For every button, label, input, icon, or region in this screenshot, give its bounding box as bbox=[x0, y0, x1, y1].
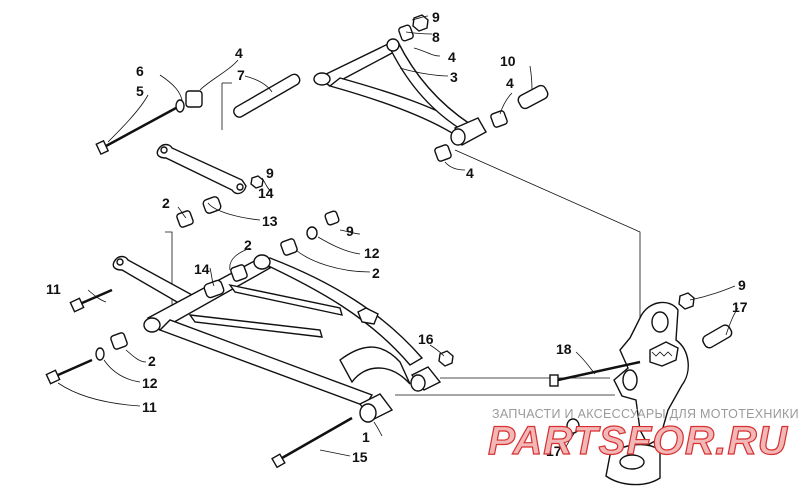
callout-6: 6 bbox=[136, 63, 144, 79]
callout-17-a: 17 bbox=[732, 299, 748, 315]
watermark-brand: PARTSFOR.RU bbox=[488, 419, 788, 463]
upper-a-arm bbox=[313, 38, 487, 146]
callout-labels: 9 8 4 3 10 4 4 4 7 6 5 9 14 2 13 9 2 12 … bbox=[46, 9, 748, 465]
watermark: ЗАПЧАСТИ И АКСЕССУАРЫ ДЛЯ МОТОТЕХНИКИ PA… bbox=[487, 407, 799, 464]
callout-17-b: 17 bbox=[546, 443, 562, 459]
lower-arm-hardware bbox=[45, 196, 454, 469]
callout-15: 15 bbox=[352, 449, 368, 465]
callout-9-low: 9 bbox=[346, 223, 354, 239]
callout-2-b: 2 bbox=[244, 237, 252, 253]
callout-4-b: 4 bbox=[506, 75, 514, 91]
bolt-18 bbox=[549, 360, 641, 387]
bolt-15 bbox=[271, 416, 353, 469]
callout-3: 3 bbox=[450, 69, 458, 85]
upper-arm-hardware bbox=[95, 14, 549, 162]
callout-2-c: 2 bbox=[372, 265, 380, 281]
callout-4-d: 4 bbox=[235, 45, 243, 61]
callout-leaders bbox=[57, 15, 739, 457]
spindle-knuckle bbox=[549, 292, 733, 486]
link-rod-upper bbox=[156, 143, 264, 195]
callout-8: 8 bbox=[432, 29, 440, 45]
callout-12-a: 12 bbox=[364, 245, 380, 261]
callout-2-d: 2 bbox=[148, 353, 156, 369]
callout-5: 5 bbox=[136, 83, 144, 99]
bolt-11-lower bbox=[45, 358, 93, 385]
callout-13: 13 bbox=[262, 213, 278, 229]
assembly-leader-lines bbox=[165, 82, 641, 396]
callout-9-mid: 9 bbox=[266, 165, 274, 181]
watermark-tagline: ЗАПЧАСТИ И АКСЕССУАРЫ ДЛЯ МОТОТЕХНИКИ bbox=[492, 407, 799, 421]
callout-4-c: 4 bbox=[466, 165, 474, 181]
callout-9-top: 9 bbox=[432, 9, 440, 25]
callout-11-b: 11 bbox=[142, 399, 157, 415]
callout-1: 1 bbox=[362, 429, 370, 445]
bolt-11-upper bbox=[69, 288, 113, 313]
callout-14-a: 14 bbox=[258, 185, 274, 201]
callout-7: 7 bbox=[237, 67, 245, 83]
callout-11-a: 11 bbox=[46, 281, 61, 297]
callout-18: 18 bbox=[556, 341, 572, 357]
callout-9-right: 9 bbox=[738, 277, 746, 293]
callout-12-b: 12 bbox=[142, 375, 158, 391]
callout-16: 16 bbox=[418, 331, 434, 347]
lower-a-arm bbox=[143, 254, 442, 423]
callout-2-a: 2 bbox=[162, 195, 170, 211]
callout-10: 10 bbox=[500, 53, 516, 69]
callout-14-b: 14 bbox=[194, 261, 210, 277]
callout-4-a: 4 bbox=[448, 49, 456, 65]
bolt-5 bbox=[95, 106, 177, 156]
